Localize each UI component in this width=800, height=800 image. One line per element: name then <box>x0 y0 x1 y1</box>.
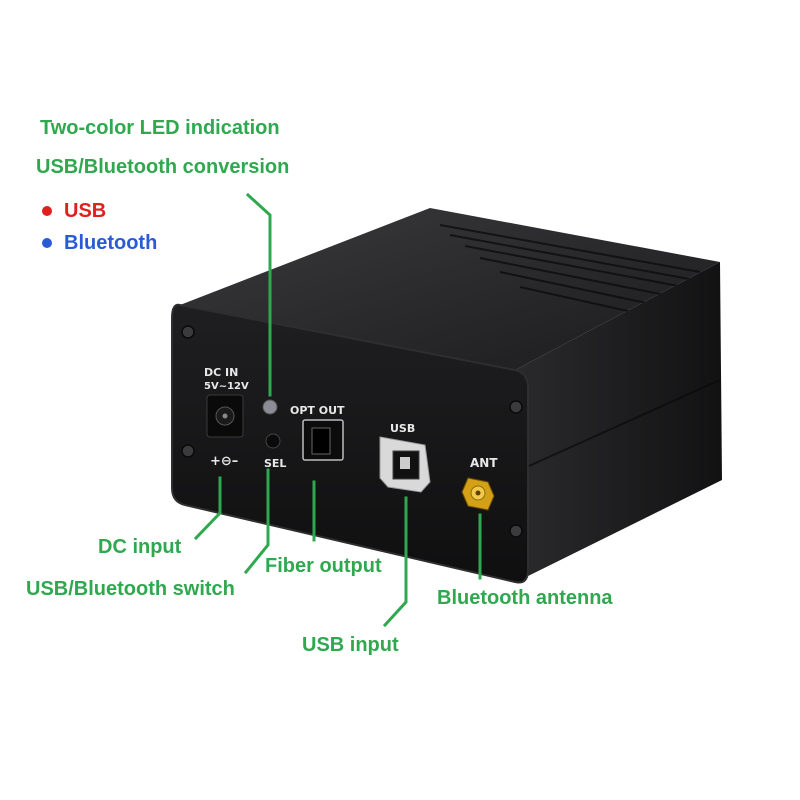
usb-input-callout: USB input <box>302 634 399 656</box>
device-top <box>180 208 720 370</box>
heatsink-fins <box>439 224 701 317</box>
polarity-symbol: +⊖– <box>210 454 238 469</box>
device-side <box>515 262 722 580</box>
bluetooth-legend-label: Bluetooth <box>64 232 158 254</box>
led-callout-title: Two-color LED indication <box>40 117 280 139</box>
antenna-callout: Bluetooth antenna <box>437 587 613 609</box>
voltage-label: 5V~12V <box>204 381 249 392</box>
opt-out-label: OPT OUT <box>290 404 345 417</box>
switch-callout: USB/Bluetooth switch <box>26 578 235 600</box>
usb-port-label: USB <box>390 422 415 435</box>
ant-label: ANT <box>470 456 498 470</box>
sel-button <box>265 433 281 449</box>
led-indicator <box>262 399 278 415</box>
led-callout-subtitle: USB/Bluetooth conversion <box>36 156 290 178</box>
fiber-output-callout: Fiber output <box>265 555 382 577</box>
bluetooth-legend-dot <box>42 238 52 248</box>
usb-legend-label: USB <box>64 200 107 222</box>
screw-icons <box>181 325 523 538</box>
usb-legend-dot <box>42 206 52 216</box>
callout-lines <box>193 192 482 628</box>
antenna-connector <box>461 477 495 511</box>
dc-input-callout: DC input <box>98 536 182 558</box>
device-front <box>171 303 529 584</box>
sel-label: SEL <box>264 457 286 470</box>
dc-in-label: DC IN <box>204 366 238 379</box>
